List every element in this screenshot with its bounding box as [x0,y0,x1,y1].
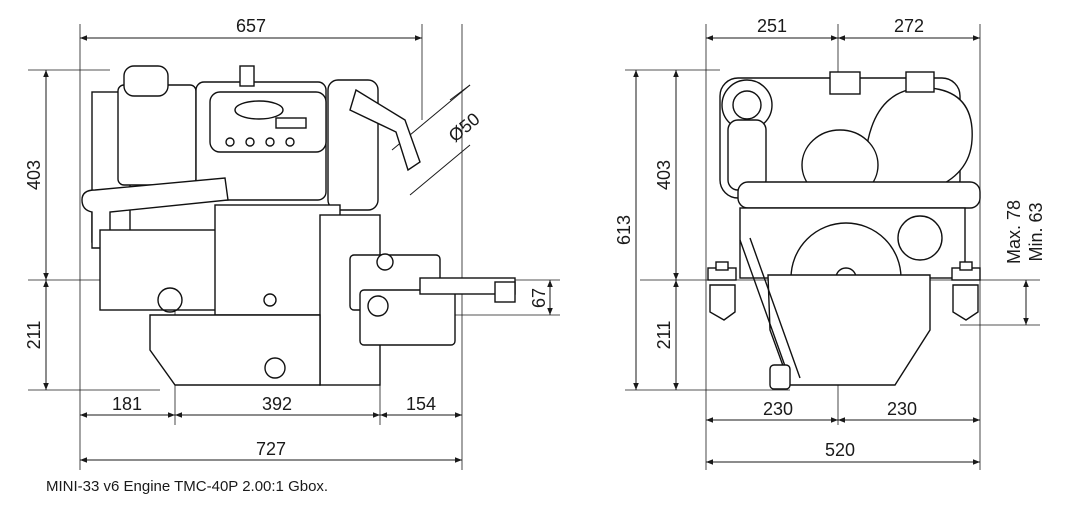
figure-caption: MINI-33 v6 Engine TMC-40P 2.00:1 Gbox. [46,478,329,495]
dim-613-label: 613 [614,215,634,245]
side-view: 657 403 211 67 Ø50 181 392 154 727 [24,16,560,470]
dim-154-label: 154 [406,394,436,414]
dim-520-label: 520 [825,440,855,460]
dim-min-label: Min. 63 [1026,202,1046,261]
dim-657-label: 657 [236,16,266,36]
front-view: 251 272 613 403 211 Max. 78 Min. 63 230 … [614,16,1046,470]
dim-211-front-label: 211 [654,321,674,350]
dim-727-label: 727 [256,439,286,459]
dim-181-label: 181 [112,394,142,414]
dim-251-label: 251 [757,16,787,36]
dim-67-label: 67 [529,288,549,308]
dim-max-label: Max. 78 [1004,200,1024,264]
front-engine-outline [707,71,981,390]
dim-392-label: 392 [262,394,292,414]
dim-230-left-label: 230 [763,399,793,419]
dim-403-front-label: 403 [654,160,674,190]
dim-211-side-label: 211 [24,321,44,350]
side-engine-outline [81,65,516,386]
dim-230-right-label: 230 [887,399,917,419]
dim-272-label: 272 [894,16,924,36]
dim-403-side-label: 403 [24,160,44,190]
dim-d50-label: Ø50 [445,109,484,146]
